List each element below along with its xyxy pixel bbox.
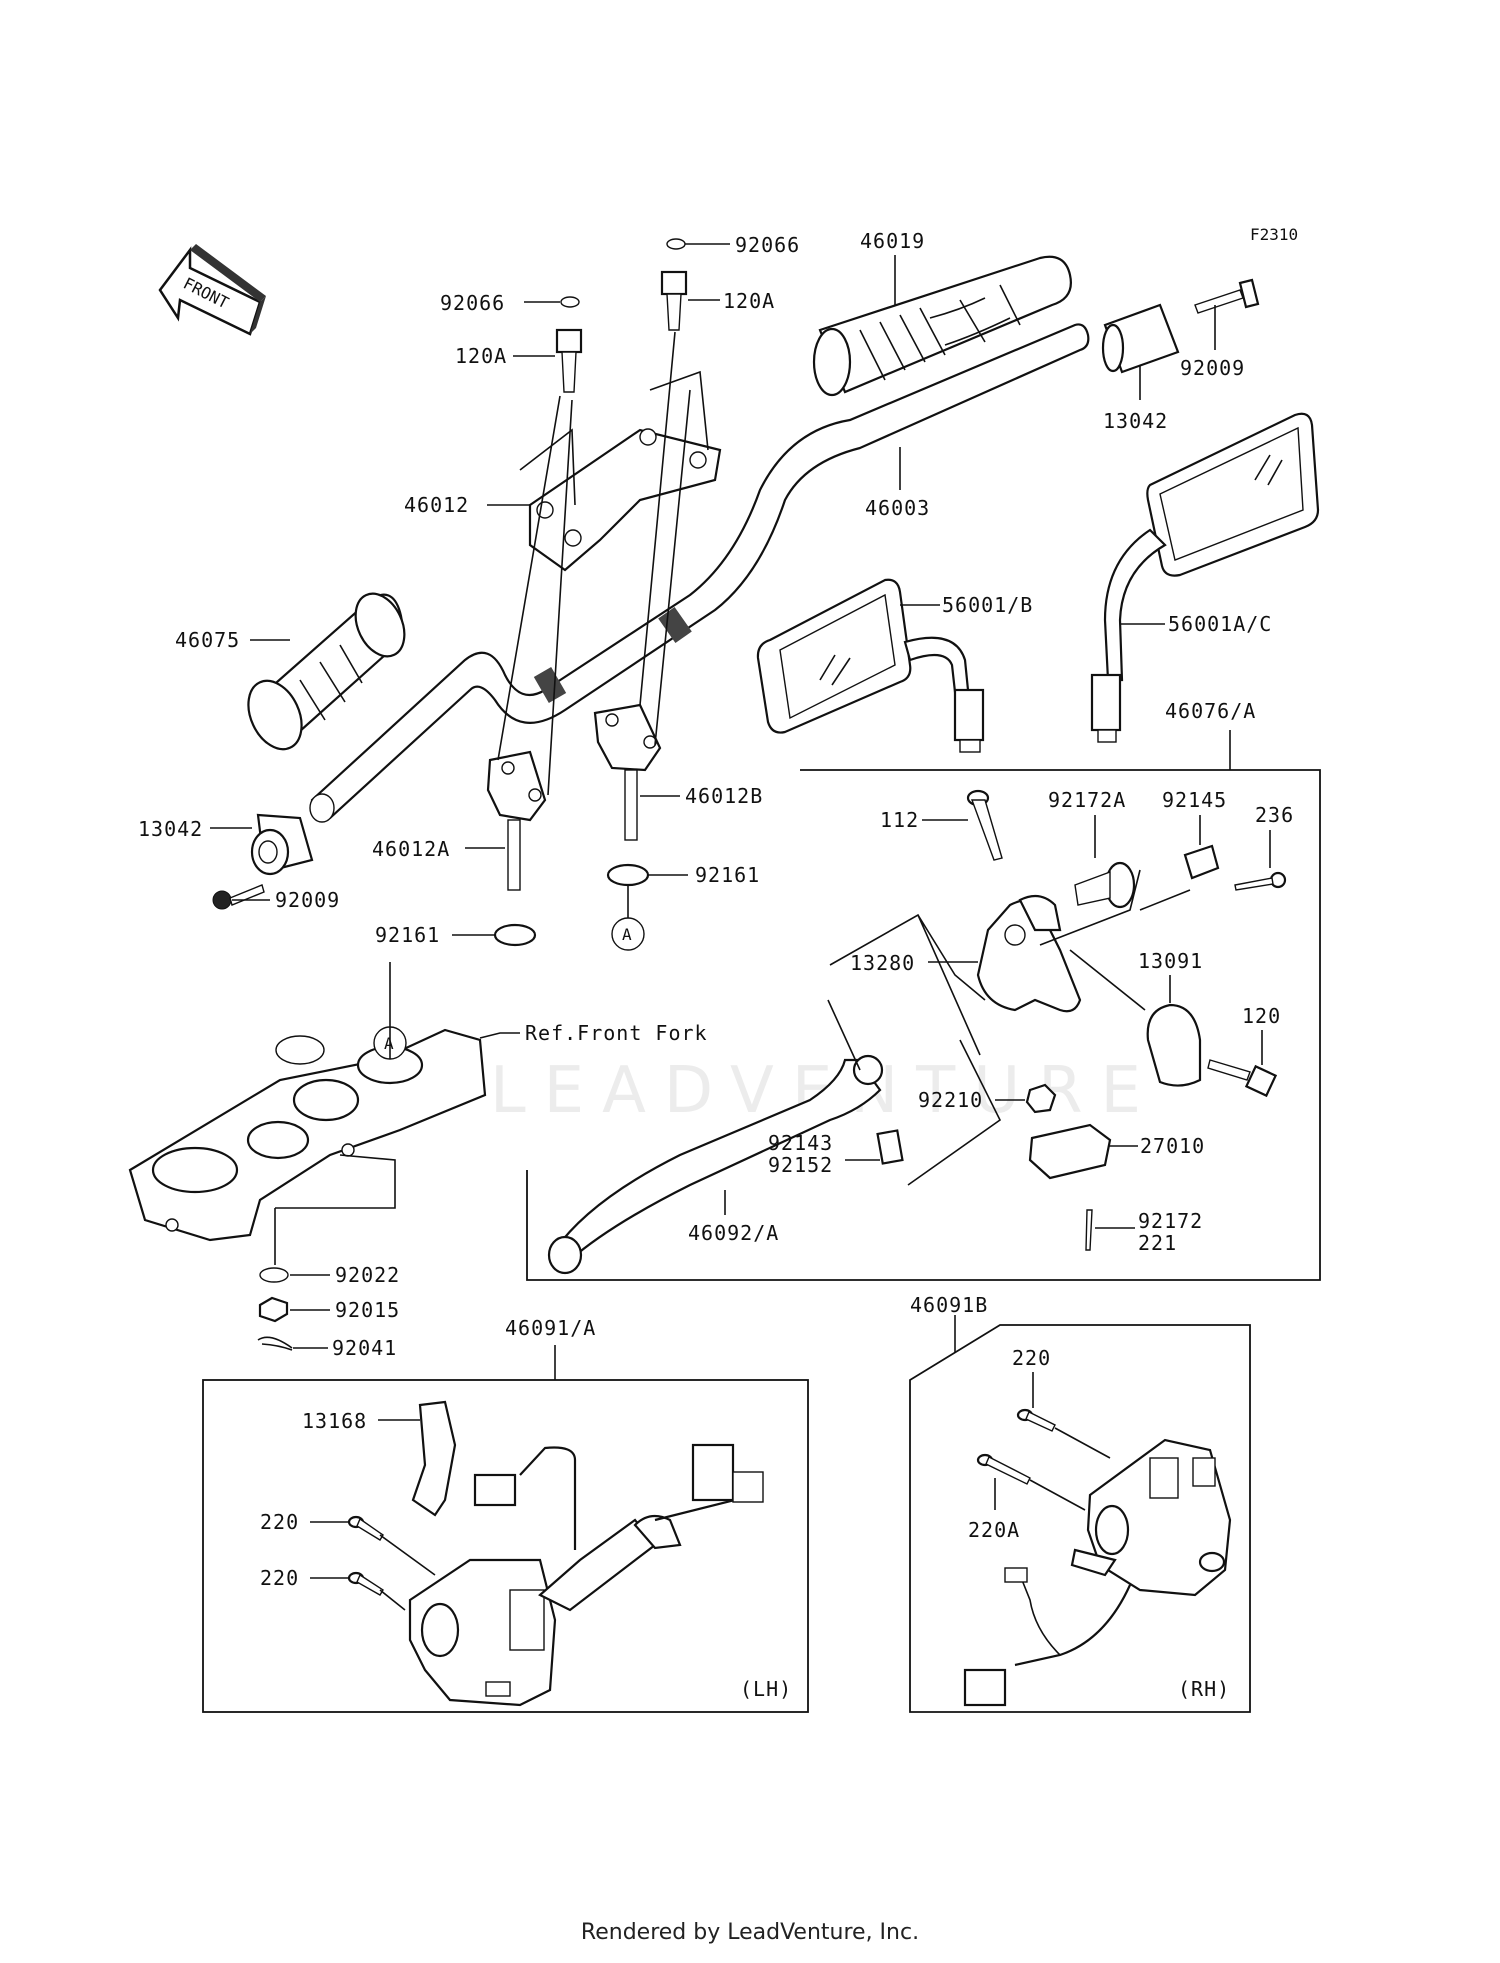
nut-92015 xyxy=(258,1296,289,1323)
bolt-120 xyxy=(1207,1059,1278,1098)
lever-46092a xyxy=(547,1054,884,1275)
switch-housing-lh xyxy=(408,1514,682,1707)
nut-92210 xyxy=(1025,1083,1057,1114)
label-ref-front-fork: Ref.Front Fork xyxy=(525,1021,708,1045)
screw-236 xyxy=(1234,871,1287,891)
label-92152: 92152 xyxy=(768,1153,833,1177)
label-13042-right: 13042 xyxy=(1103,409,1168,433)
label-92041: 92041 xyxy=(332,1336,397,1360)
wiring-harness-lh xyxy=(473,1443,764,1550)
ref-a-bottom: A xyxy=(622,925,632,944)
clamp-13091 xyxy=(1146,1003,1202,1087)
label-120a-right: 120A xyxy=(723,289,775,313)
label-46075: 46075 xyxy=(175,628,240,652)
label-lh: (LH) xyxy=(740,1677,792,1701)
label-13042-left: 13042 xyxy=(138,817,203,841)
label-rh: (RH) xyxy=(1178,1677,1230,1701)
cotter-pin-92041 xyxy=(257,1336,293,1351)
bolt-120a-right xyxy=(660,270,688,331)
lh-switch-frame xyxy=(202,1379,809,1713)
washer-92066-right xyxy=(666,238,686,250)
label-92161-right: 92161 xyxy=(695,863,760,887)
screw-92172-221 xyxy=(1085,1209,1093,1251)
lever-assembly-frame xyxy=(526,769,1321,1281)
label-46019: 46019 xyxy=(860,229,925,253)
switch-27010 xyxy=(1028,1123,1112,1180)
adjuster-92172a xyxy=(1074,861,1136,909)
label-56001b: 56001/B xyxy=(942,593,1033,617)
mirror-56001b xyxy=(756,578,985,753)
bar-end-weight-13042-right xyxy=(1101,303,1180,374)
handlebar-46003 xyxy=(309,323,1090,823)
screw-220-lh-upper xyxy=(347,1515,384,1541)
label-46092a: 46092/A xyxy=(688,1221,779,1245)
label-13280: 13280 xyxy=(850,951,915,975)
grip-46075 xyxy=(247,592,406,751)
bar-end-weight-13042-left xyxy=(250,813,314,876)
figure-code: F2310 xyxy=(1250,225,1298,244)
label-92143: 92143 xyxy=(768,1131,833,1155)
switch-housing-rh xyxy=(1070,1438,1232,1597)
footer-credit: Rendered by LeadVenture, Inc. xyxy=(580,1920,920,1945)
washer-92161-left xyxy=(493,923,537,947)
mirror-56001ac xyxy=(1090,412,1320,743)
label-group: 92066 92066 120A 120A 46019 92009 13042 … xyxy=(138,229,1294,1701)
label-56001ac: 56001A/C xyxy=(1168,612,1272,636)
lever-holder-13280 xyxy=(976,894,1082,1013)
label-13168: 13168 xyxy=(302,1409,367,1433)
label-46012b: 46012B xyxy=(685,784,763,808)
label-92161-left: 92161 xyxy=(375,923,440,947)
bolt-112 xyxy=(966,789,1003,861)
screw-220-lh-lower xyxy=(347,1571,384,1596)
label-92009-right: 92009 xyxy=(1180,356,1245,380)
upper-clamp-46012 xyxy=(528,428,722,572)
label-92172a: 92172A xyxy=(1048,788,1126,812)
label-92066-right: 92066 xyxy=(735,233,800,257)
label-27010: 27010 xyxy=(1140,1134,1205,1158)
label-46091b: 46091B xyxy=(910,1293,988,1317)
label-46012a: 46012A xyxy=(372,837,450,861)
spring-92145 xyxy=(1183,844,1220,880)
label-46003: 46003 xyxy=(865,496,930,520)
label-112: 112 xyxy=(880,808,919,832)
lower-holder-46012a xyxy=(486,750,547,891)
label-92009-left: 92009 xyxy=(275,888,340,912)
screw-220-rh xyxy=(1016,1408,1056,1432)
label-236: 236 xyxy=(1255,803,1294,827)
label-13091: 13091 xyxy=(1138,949,1203,973)
screw-92009-right xyxy=(1194,278,1260,314)
washer-92066-left xyxy=(560,296,580,308)
grip-46019 xyxy=(812,255,1072,397)
ref-a-top: A xyxy=(384,1034,394,1053)
rh-switch-frame xyxy=(909,1324,1251,1713)
label-120a-left: 120A xyxy=(455,344,507,368)
label-120: 120 xyxy=(1242,1004,1281,1028)
front-arrow-icon: FRONT xyxy=(158,244,266,336)
bolt-120a-left xyxy=(555,328,583,393)
label-46076a: 46076/A xyxy=(1165,699,1256,723)
label-220-rh: 220 xyxy=(1012,1346,1051,1370)
label-92066-left: 92066 xyxy=(440,291,505,315)
label-92210: 92210 xyxy=(918,1088,983,1112)
label-220-lh-upper: 220 xyxy=(260,1510,299,1534)
label-92172: 92172 xyxy=(1138,1209,1203,1233)
collar-92143-92152 xyxy=(876,1129,904,1165)
label-92145: 92145 xyxy=(1162,788,1227,812)
label-46012: 46012 xyxy=(404,493,469,517)
label-220a-rh: 220A xyxy=(968,1518,1020,1542)
screw-92009-left xyxy=(212,884,265,910)
washer-92161-right xyxy=(606,863,650,887)
label-92015: 92015 xyxy=(335,1298,400,1322)
label-92022: 92022 xyxy=(335,1263,400,1287)
cover-13168 xyxy=(411,1400,457,1517)
label-46091a: 46091/A xyxy=(505,1316,596,1340)
lower-holder-46012b xyxy=(593,703,662,841)
label-220-lh-lower: 220 xyxy=(260,1566,299,1590)
label-221: 221 xyxy=(1138,1231,1177,1255)
triple-clamp-ref-front-fork xyxy=(128,1028,487,1242)
screw-220a-rh xyxy=(976,1453,1031,1485)
washer-92022 xyxy=(259,1267,289,1283)
wiring-harness-rh xyxy=(963,1567,1132,1707)
